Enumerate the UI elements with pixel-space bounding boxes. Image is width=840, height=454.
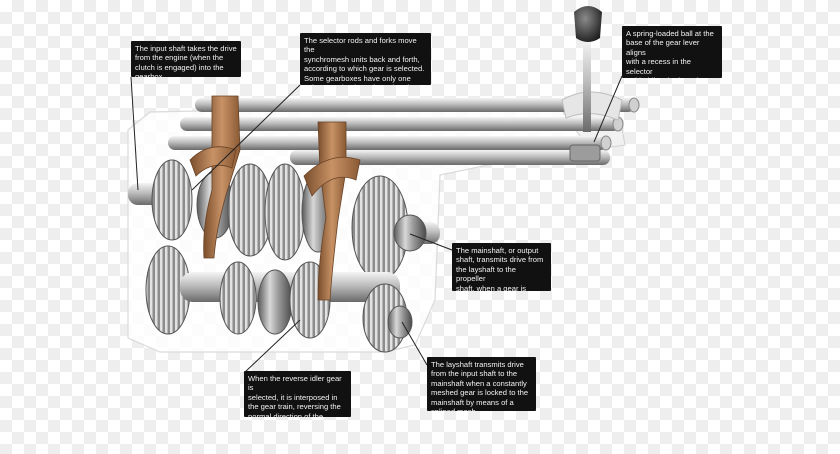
- reverse-idler-callout: When the reverse idler gear is selected,…: [244, 371, 351, 417]
- leader-lines: [130, 75, 623, 374]
- layshaft-callout: The layshaft transmits drive from the in…: [427, 357, 536, 411]
- mainshaft-gears: [151, 159, 440, 281]
- mainshaft-callout: The mainshaft, or output shaft, transmit…: [452, 243, 551, 291]
- selector-rods-callout: The selector rods and forks move the syn…: [300, 33, 431, 85]
- selector-rods: [168, 97, 640, 165]
- input-shaft-callout: The input shaft takes the drive from the…: [131, 41, 241, 77]
- spring-ball-callout: A spring-loaded ball at the base of the …: [622, 26, 722, 78]
- layshaft-gears: [145, 245, 413, 353]
- selector-forks: [189, 95, 361, 301]
- gear-lever: [561, 6, 623, 162]
